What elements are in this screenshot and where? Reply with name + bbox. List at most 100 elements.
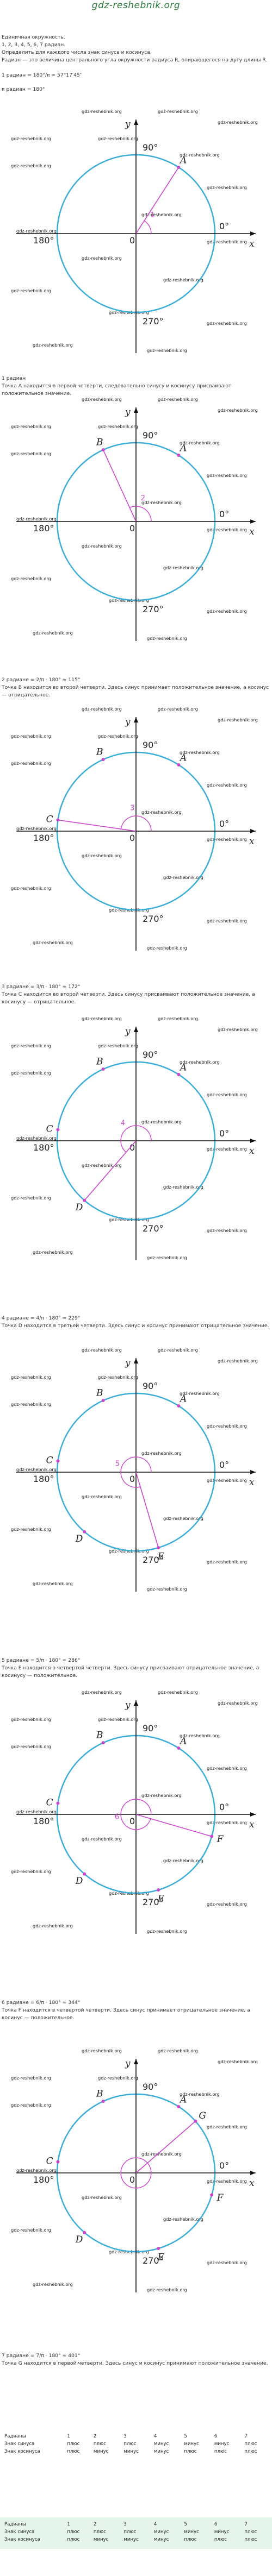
watermark: gdz-reshebnik.org: [158, 1347, 198, 1353]
point-label-e: E: [157, 2252, 165, 2263]
watermark: gdz-reshebnik.org: [82, 109, 122, 114]
point-label-d: D: [75, 1876, 83, 1887]
x-axis-arrow: [250, 231, 256, 236]
unit-circle-figure: gdz-reshebnik.org gdz-reshebnik.org gdz-re…: [0, 1684, 272, 1945]
watermark: gdz-reshebnik.org: [82, 255, 122, 261]
watermark: gdz-reshebnik.org: [11, 885, 51, 891]
point-label-c: C: [46, 1123, 53, 1134]
deg-90-label: 90°: [143, 2082, 158, 2092]
point-label-c: C: [46, 1455, 53, 1466]
point-marker: [177, 1072, 181, 1076]
table-cell: плюс: [244, 2449, 257, 2454]
table-cell: плюс: [93, 2441, 106, 2447]
watermark: gdz-reshebnik.org: [33, 940, 73, 945]
y-axis-arrow: [134, 1358, 138, 1364]
point-label-c: C: [46, 814, 53, 825]
step-formula: 3 радиане = 3/π · 180° ≈ 172°: [2, 984, 81, 990]
watermark: gdz-reshebnik.org: [16, 1467, 57, 1472]
unit-circle-figure: gdz-reshebnik.org gdz-reshebnik.org gdz-re…: [0, 103, 272, 364]
watermark: gdz-reshebnik.org: [207, 1146, 247, 1152]
point-marker: [101, 758, 105, 762]
step-explanation: Точка E находится в четвертой четверти. …: [2, 1665, 259, 1679]
watermark: gdz-reshebnik.org: [147, 348, 187, 353]
watermark: gdz-reshebnik.org: [163, 1184, 203, 1190]
deg-180-label: 180°: [33, 1142, 54, 1153]
watermark: gdz-reshebnik.org: [16, 1135, 57, 1141]
watermark: gdz-reshebnik.org: [141, 1450, 182, 1456]
watermark: gdz-reshebnik.org: [141, 809, 182, 815]
watermark: gdz-reshebnik.org: [33, 1923, 73, 1928]
step-caption: 4 радиане = 4/π · 180° ≈ 229°Точка D нах…: [2, 1315, 270, 1330]
table-cell: минус: [123, 2449, 139, 2454]
watermark: gdz-reshebnik.org: [11, 424, 51, 429]
point-label-d: D: [75, 1534, 83, 1544]
angle-arc: [120, 1125, 152, 1153]
watermark: gdz-reshebnik.org: [82, 1836, 122, 1842]
deg-90-label: 90°: [143, 1723, 158, 1733]
deg-0-label: 0°: [219, 819, 229, 829]
watermark: gdz-reshebnik.org: [207, 1559, 247, 1565]
watermark: gdz-reshebnik.org: [33, 1249, 73, 1255]
angle-arc: [120, 1456, 152, 1488]
watermark: gdz-reshebnik.org: [33, 1581, 73, 1586]
point-label-b: B: [96, 1057, 103, 1067]
deg-180-label: 180°: [33, 523, 54, 533]
intro-line: 1, 2, 3, 4, 5, 6, 7 радиан.: [2, 42, 66, 48]
watermark: gdz-reshebnik.org: [147, 636, 187, 641]
table-cell: минус: [153, 2441, 169, 2447]
step-explanation: Точка B находится во второй четверти. Зд…: [2, 684, 269, 698]
point-marker: [210, 1834, 214, 1838]
point-marker: [210, 2193, 214, 2197]
step-explanation: Точка D находится в третьей четверти. Зд…: [2, 1323, 269, 1329]
watermark: gdz-reshebnik.org: [163, 1858, 203, 1863]
point-marker: [101, 448, 105, 452]
table-cell: Знак косинуса: [4, 2537, 40, 2542]
deg-270-label: 270°: [143, 604, 164, 614]
watermark: gdz-reshebnik.org: [16, 228, 57, 234]
deg-90-label: 90°: [143, 1381, 158, 1391]
table-cell: минус: [153, 2529, 169, 2535]
watermark: gdz-reshebnik.org: [11, 2227, 51, 2233]
watermark: gdz-reshebnik.org: [218, 717, 258, 722]
y-axis-label: y: [125, 717, 131, 727]
site-logo[interactable]: gdz-reshebnik.org: [91, 0, 181, 11]
angle-number: 4: [121, 1120, 125, 1128]
radius-line: [58, 819, 137, 832]
table-cell: плюс: [67, 2449, 80, 2454]
deg-270-label: 270°: [143, 1555, 164, 1565]
origin-label: 0: [129, 523, 135, 533]
point-label-a: A: [179, 1063, 187, 1073]
x-axis-label: x: [249, 1819, 255, 1830]
intro-line: Радиан — это величина центрального угла …: [2, 57, 268, 63]
x-axis-label: x: [249, 836, 255, 847]
watermark: gdz-reshebnik.org: [218, 407, 258, 413]
step-explanation: Точка C находится во второй четверти. Зд…: [2, 991, 255, 1005]
watermark: gdz-reshebnik.org: [33, 342, 73, 348]
angle-arc: [129, 506, 152, 522]
table-cell: минус: [93, 2537, 109, 2542]
watermark: gdz-reshebnik.org: [163, 277, 203, 282]
step-caption: 5 радиане = 5/π · 180° ≈ 286°Точка E нах…: [2, 1657, 270, 1680]
watermark: gdz-reshebnik.org: [11, 1195, 51, 1201]
step-explanation: Точка A находится в первой четверти, сле…: [2, 383, 232, 397]
point-label-f: F: [217, 1834, 224, 1845]
origin-label: 0: [129, 833, 135, 843]
x-axis-arrow: [250, 519, 256, 524]
step-caption: 6 радиане = 6/π · 180° ≈ 344°Точка F нах…: [2, 1999, 270, 2022]
point-label-a: A: [179, 1394, 187, 1405]
y-axis-arrow: [134, 2059, 138, 2064]
deg-0-label: 0°: [219, 1128, 229, 1139]
table-cell: плюс: [67, 2441, 80, 2447]
table-cell: плюс: [93, 2529, 106, 2535]
radius-line: [135, 1472, 159, 1548]
watermark: gdz-reshebnik.org: [141, 2151, 182, 2157]
angle-number: 1: [150, 211, 154, 219]
watermark: gdz-reshebnik.org: [147, 1586, 187, 1592]
table-cell: плюс: [184, 2537, 197, 2542]
angle-number: 2: [141, 494, 145, 502]
